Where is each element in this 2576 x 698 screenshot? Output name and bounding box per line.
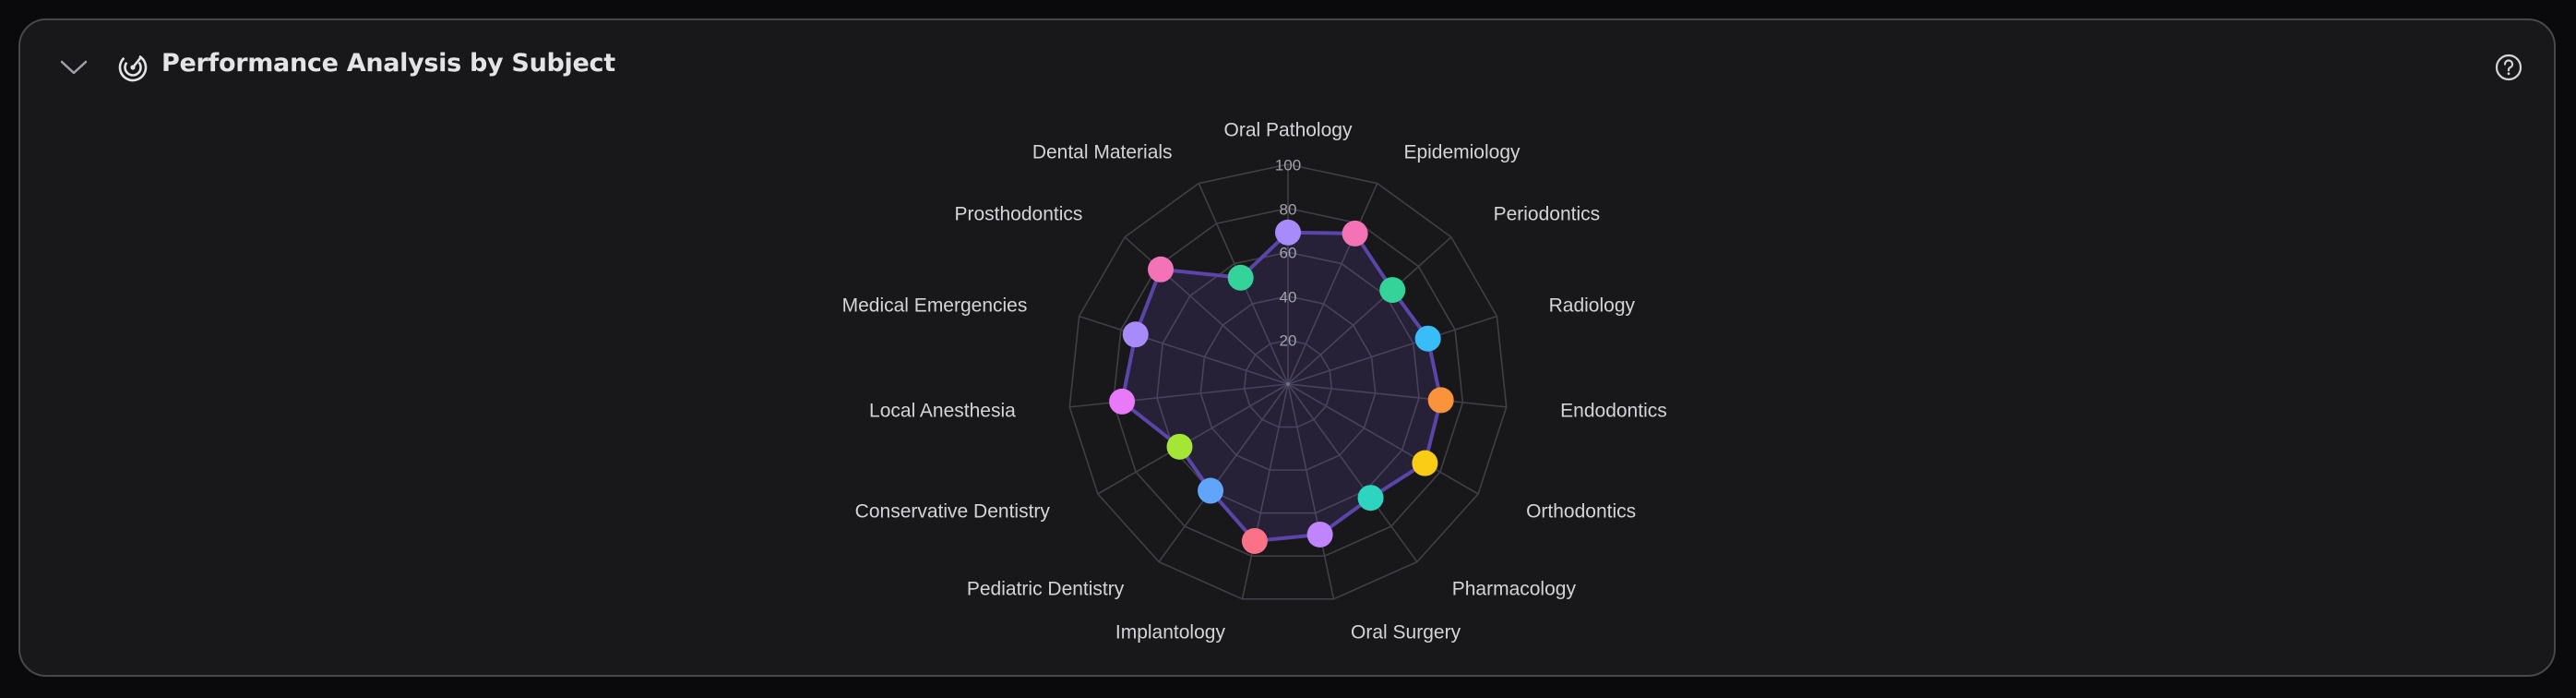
axis-label: Orthodontics <box>1526 500 1637 522</box>
axis-label: Local Anesthesia <box>869 400 1016 422</box>
card-header: Performance Analysis by Subject <box>20 20 2554 113</box>
axis-label: Implantology <box>1115 621 1225 644</box>
axis-label: Conservative Dentistry <box>854 500 1050 522</box>
card-title: Performance Analysis by Subject <box>161 49 615 78</box>
axis-label: Prosthodontics <box>954 203 1083 225</box>
axis-label: Radiology <box>1548 295 1636 317</box>
axis-label: Endodontics <box>1560 400 1667 422</box>
axis-label: Epidemiology <box>1403 141 1521 163</box>
performance-card: Performance Analysis by Subject <box>18 18 2556 677</box>
axis-label: Medical Emergencies <box>841 295 1028 317</box>
chevron-down-icon[interactable] <box>57 54 90 81</box>
axis-label: Oral Surgery <box>1351 621 1461 644</box>
axis-label: Periodontics <box>1493 203 1601 225</box>
axis-label: Oral Pathology <box>1223 119 1353 141</box>
axis-label: Pediatric Dentistry <box>966 578 1125 600</box>
help-circle-icon[interactable] <box>2493 52 2524 83</box>
axis-label: Dental Materials <box>1032 141 1173 163</box>
radar-icon <box>118 53 148 82</box>
axis-label: Pharmacology <box>1451 578 1576 600</box>
